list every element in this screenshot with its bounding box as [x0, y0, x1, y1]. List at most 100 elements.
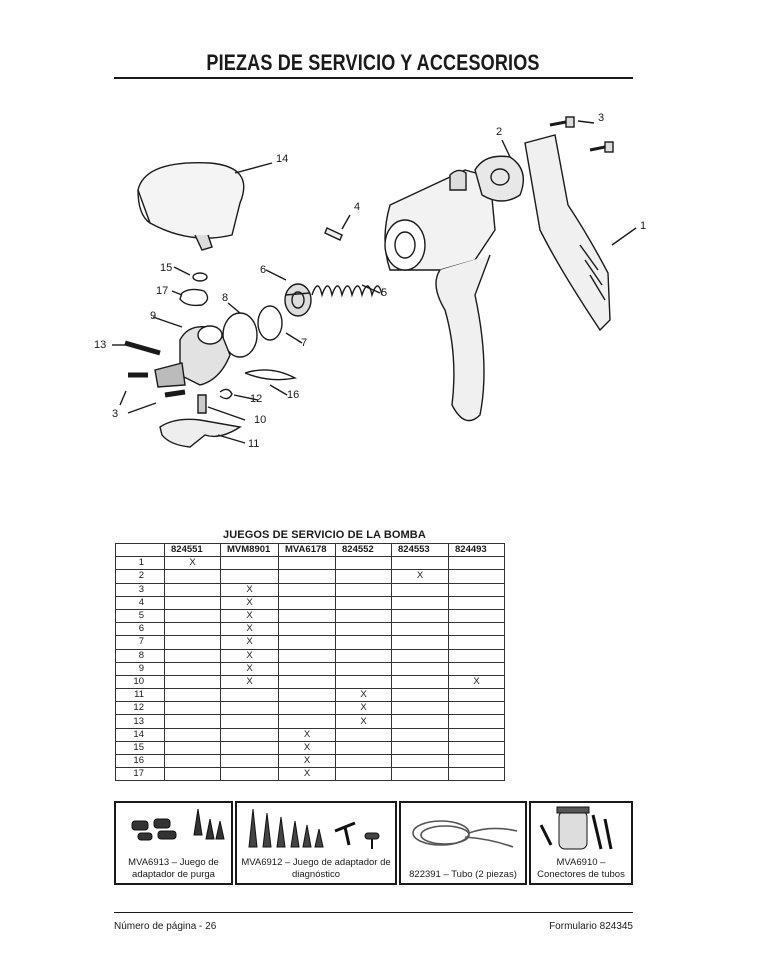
form-number: Formulario 824345 — [549, 921, 633, 932]
column-header: 824493 — [448, 542, 505, 558]
accessory-caption: MVA6912 – Juego de adaptador de diagnóst… — [241, 857, 391, 880]
table-row: 13 X — [115, 714, 505, 729]
kit-mark-cell — [391, 701, 449, 716]
callout-11: 11 — [248, 438, 259, 450]
callout-8: 8 — [222, 292, 228, 304]
kit-mark-cell — [391, 740, 449, 756]
kit-mark-cell — [448, 714, 505, 729]
kit-mark-cell — [335, 767, 392, 782]
column-header: MVA6178 — [278, 542, 336, 558]
kit-mark-cell: X — [220, 661, 279, 676]
kit-mark-cell — [448, 701, 505, 716]
kit-mark-cell — [220, 740, 279, 756]
piston — [284, 283, 312, 317]
kit-mark-cell — [278, 661, 336, 676]
gasket — [179, 288, 209, 307]
kit-mark-cell — [335, 674, 392, 690]
kit-mark-cell — [391, 556, 449, 571]
kit-mark-cell: X — [220, 674, 279, 690]
kit-mark-cell — [335, 622, 392, 637]
kit-mark-cell — [391, 622, 449, 637]
exploded-parts-diagram: 14 4 15 17 9 8 6 5 7 13 3 12 16 10 11 2 … — [94, 112, 646, 450]
kit-mark-cell: X — [220, 648, 279, 663]
spring — [311, 285, 383, 298]
kit-mark-cell — [448, 727, 505, 742]
kit-mark-cell — [278, 648, 336, 663]
kit-mark-cell — [164, 714, 221, 729]
kit-mark-cell: X — [391, 569, 449, 584]
kit-mark-cell — [335, 608, 392, 624]
kit-mark-cell — [278, 635, 336, 650]
kit-mark-cell — [164, 767, 221, 782]
callout-7: 7 — [301, 337, 307, 349]
kit-mark-cell — [391, 595, 449, 610]
service-kits-table: 824551 MVM8901 MVA6178 824552 824553 824… — [115, 542, 505, 782]
kit-mark-cell — [278, 556, 336, 571]
kit-mark-cell: X — [335, 714, 392, 729]
reservoir-cup — [137, 162, 245, 251]
accessory-caption: MVA6910 – Conectores de tubos — [537, 857, 625, 880]
kit-mark-cell: X — [278, 767, 336, 782]
cover-plate — [474, 155, 524, 202]
kit-mark-cell — [220, 556, 279, 571]
accessory-mva6913: MVA6913 – Juego de adaptador de purga — [114, 801, 233, 885]
part-number-cell: 12 — [115, 701, 165, 716]
kit-mark-cell — [220, 714, 279, 729]
kit-mark-cell — [278, 714, 336, 729]
page-number: Número de página - 26 — [114, 921, 217, 932]
kit-mark-cell — [164, 740, 221, 756]
footer-divider — [114, 912, 633, 913]
kit-mark-cell — [164, 661, 221, 676]
kit-mark-cell: X — [220, 608, 279, 624]
kit-mark-cell — [335, 648, 392, 663]
part-number-cell: 8 — [115, 648, 165, 663]
kit-mark-cell — [448, 569, 505, 584]
kit-mark-cell — [448, 753, 505, 769]
kit-mark-cell — [448, 740, 505, 756]
kit-mark-cell: X — [164, 556, 221, 571]
pin — [324, 227, 343, 241]
title-divider — [114, 77, 633, 79]
callout-10: 10 — [254, 414, 266, 426]
tubing-icon — [412, 820, 518, 848]
kit-mark-cell — [278, 569, 336, 584]
part-number-cell: 14 — [115, 727, 165, 742]
callout-13: 13 — [94, 339, 106, 351]
part-number-cell: 13 — [115, 714, 165, 729]
part-number-cell: 10 — [115, 674, 165, 690]
callout-9: 9 — [150, 310, 156, 322]
kit-mark-cell — [391, 608, 449, 624]
o-ring-medium — [257, 305, 283, 341]
part-number-cell: 9 — [115, 661, 165, 676]
kit-mark-cell — [164, 595, 221, 610]
part-number-cell: 7 — [115, 635, 165, 650]
column-header — [115, 542, 165, 558]
accessories-row: MVA6913 – Juego de adaptador de purga MV… — [114, 801, 633, 887]
kit-mark-cell — [220, 727, 279, 742]
kit-mark-cell: X — [278, 740, 336, 756]
kit-mark-cell — [448, 622, 505, 637]
bleed-adapter-kit-icon — [131, 808, 225, 841]
kit-mark-cell — [278, 622, 336, 637]
kit-mark-cell — [278, 688, 336, 703]
kit-mark-cell — [448, 767, 505, 782]
kit-mark-cell — [391, 674, 449, 690]
kit-mark-cell — [391, 648, 449, 663]
tube-connectors-icon — [539, 806, 613, 850]
kit-mark-cell — [220, 767, 279, 782]
kit-mark-cell: X — [220, 622, 279, 637]
kit-mark-cell — [448, 582, 505, 597]
callout-15: 15 — [160, 262, 172, 274]
kits-table-title: JUEGOS DE SERVICIO DE LA BOMBA — [223, 529, 426, 541]
accessory-822391: 822391 – Tubo (2 piezas) — [399, 801, 527, 885]
kit-mark-cell — [391, 767, 449, 782]
part-number-cell: 11 — [115, 688, 165, 703]
